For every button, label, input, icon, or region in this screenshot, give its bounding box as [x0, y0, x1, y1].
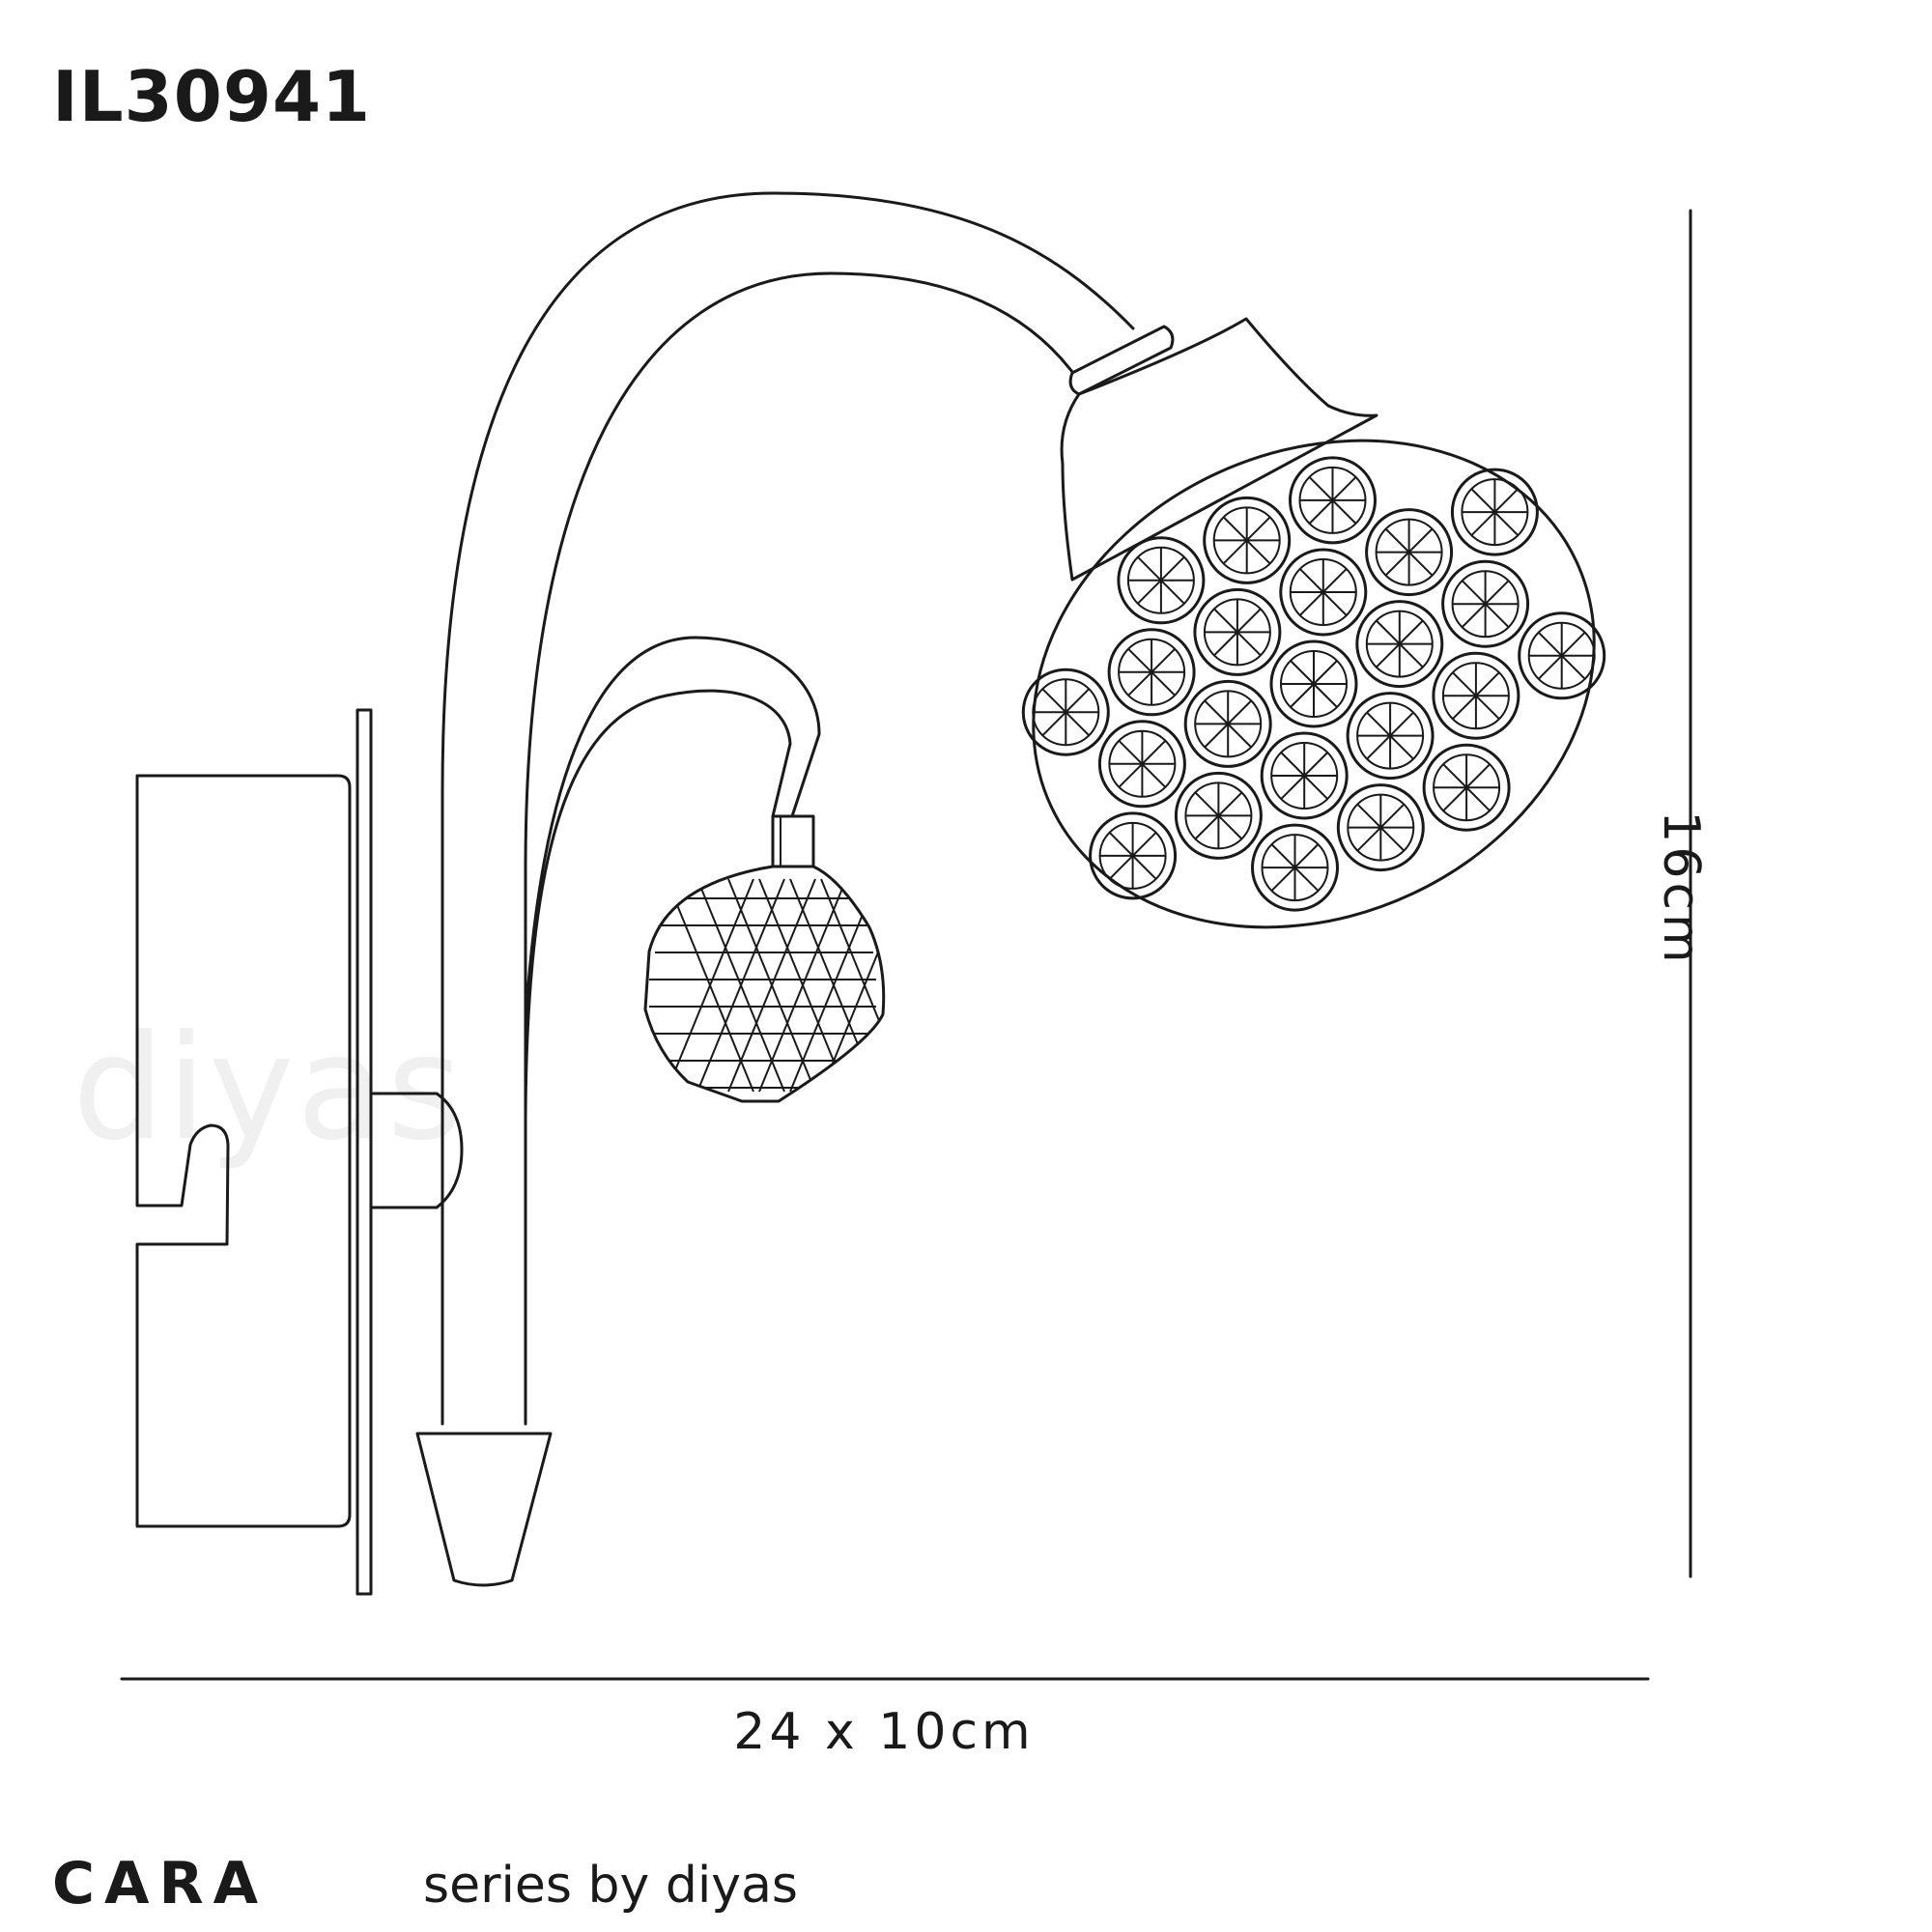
facet-line — [727, 878, 816, 1093]
large-shade-outline — [1032, 439, 1596, 929]
crystal-ring — [1089, 811, 1178, 900]
crystal-ring — [1260, 731, 1349, 820]
crystal-facet-line — [1270, 843, 1320, 892]
crystal-facet-line — [1290, 660, 1338, 708]
crystal-ring — [1432, 651, 1520, 740]
crystal-ring — [1441, 559, 1530, 648]
crystal-ring — [1193, 587, 1282, 676]
crystal-facet-line — [1118, 740, 1167, 788]
facet-line — [696, 878, 785, 1093]
crystal-facet-line — [1537, 631, 1586, 680]
crystal-facet-line — [1108, 832, 1157, 880]
crystal-facet-line — [1041, 688, 1091, 737]
crystal-facet-line — [1366, 711, 1414, 760]
crystal-facet-line — [1137, 555, 1185, 605]
crystal-facet-line — [1308, 476, 1357, 525]
shade-crystal-pattern — [1021, 456, 1606, 912]
crystal-ring — [1450, 468, 1539, 556]
height-dimension-label: 16cm — [1652, 810, 1710, 967]
crystal-facet-line — [1470, 488, 1520, 536]
product-code: IL30941 — [52, 56, 372, 137]
crystal-facet-line — [1442, 763, 1491, 812]
crystal-facet-line — [1127, 648, 1176, 696]
crystal-facet-line — [1376, 619, 1424, 668]
crystal-ring — [1518, 611, 1606, 700]
small-crystal-collar — [771, 814, 815, 868]
crystal-facet-line — [1452, 671, 1500, 720]
crystal-facet-line — [1298, 568, 1348, 616]
wall-box — [135, 774, 352, 1528]
crystal-ring — [1183, 679, 1272, 768]
small-arm — [524, 636, 821, 1026]
small-crystal-drop — [643, 865, 886, 1103]
crystal-ring — [1097, 720, 1186, 809]
crystal-facet-line — [1204, 699, 1252, 749]
crystal-ring — [1021, 668, 1110, 756]
main-arm-inner — [524, 271, 1074, 1426]
crystal-facet-line — [1194, 791, 1243, 840]
series-name: CARA — [52, 1850, 269, 1918]
crystal-facet-line — [1222, 516, 1271, 565]
crystal-ring — [1117, 536, 1206, 625]
main-arm — [440, 191, 1135, 1426]
small-arm-inner — [524, 689, 792, 1122]
crystal-ring — [1365, 508, 1454, 597]
crystal-facet-line — [1280, 752, 1329, 800]
bottom-finial — [415, 1432, 553, 1587]
small-crystal-outline — [643, 865, 886, 1103]
crystal-ring — [1355, 600, 1444, 689]
crystal-ring — [1107, 628, 1196, 717]
mounting-collar — [369, 1092, 464, 1209]
shade-collar — [1068, 325, 1175, 396]
shade-cap — [1060, 317, 1378, 582]
series-by-text: series by diyas — [423, 1857, 799, 1915]
crystal-ring — [1251, 823, 1339, 912]
large-crystal-shade — [1021, 439, 1606, 929]
crystal-ring — [1203, 496, 1292, 584]
crystal-ring — [1336, 783, 1425, 872]
crystal-facet-line — [1356, 803, 1406, 852]
crystal-ring — [1346, 692, 1435, 781]
crystal-ring — [1422, 743, 1511, 832]
crystal-ring — [1279, 548, 1368, 637]
crystal-ring — [1289, 456, 1377, 545]
facet-line — [820, 878, 884, 1093]
crystal-facet-line — [1461, 580, 1510, 628]
facet-line — [666, 878, 754, 1093]
wall-plate — [355, 708, 373, 1596]
crystal-ring — [1269, 639, 1358, 728]
facet-line — [758, 878, 847, 1093]
width-dimension-label: 24 x 10cm — [733, 1703, 1035, 1761]
crystal-ring — [1174, 771, 1263, 860]
small-crystal-facets — [649, 878, 884, 1093]
crystal-facet-line — [1213, 608, 1262, 657]
crystal-facet-line — [1384, 527, 1434, 577]
